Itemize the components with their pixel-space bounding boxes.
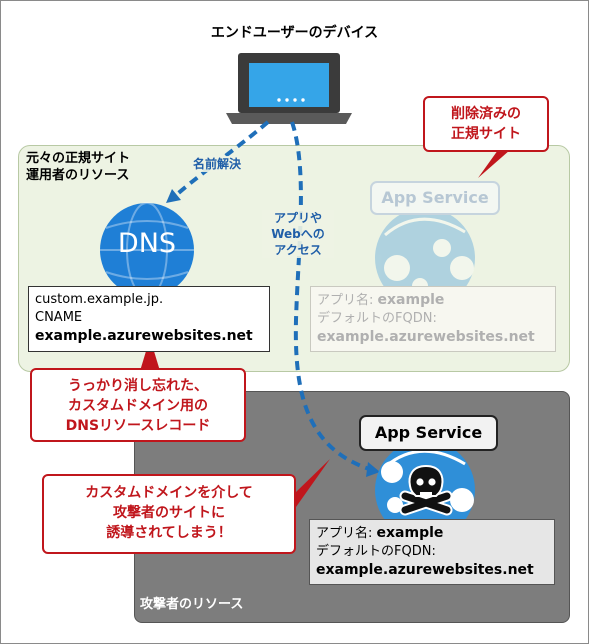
dns-record-box: custom.example.jp. CNAME example.azurewe… [28, 286, 270, 352]
name-resolution-label: 名前解決 [193, 156, 242, 172]
deleted-app-service-icon [375, 208, 475, 308]
attacker-app-service-label: App Service [359, 415, 498, 451]
laptop-icon [226, 53, 352, 124]
deleted-site-callout: 削除済みの 正規サイト [423, 96, 549, 152]
attacker-site-app-name-label: アプリ名: [316, 526, 377, 541]
forgot-callout-line2: カスタムドメイン用の [68, 398, 208, 414]
deleted-site-app-name: アプリ名: example [317, 291, 549, 310]
access-arrow [290, 121, 380, 477]
origin-resources-label: 元々の正規サイト 運用者のリソース [26, 150, 130, 184]
deleted-site-app-name-value: example [377, 292, 445, 308]
dns-icon-label: DNS [117, 228, 177, 259]
forgot-callout-pointer [140, 338, 160, 371]
mislead-callout-line1: カスタムドメインを介して [85, 485, 253, 501]
dns-record-name: custom.example.jp. [35, 292, 164, 307]
deleted-app-service-label: App Service [370, 181, 500, 215]
origin-label-line1: 元々の正規サイト [26, 151, 131, 166]
attacker-site-info: アプリ名: example デフォルトのFQDN: example.azurew… [309, 519, 555, 585]
dns-record-target: example.azurewebsites.net [35, 328, 253, 344]
access-label: アプリや Webへの アクセス [262, 210, 334, 258]
attacker-site-app-name-value: example [376, 525, 444, 541]
forgot-callout-line1: うっかり消し忘れた、 [68, 378, 208, 394]
attacker-site-fqdn: example.azurewebsites.net [316, 562, 534, 578]
mislead-callout-pointer [296, 459, 330, 507]
attacker-site-fqdn-label: デフォルトのFQDN: [316, 544, 436, 559]
deleted-callout-pointer [478, 150, 510, 178]
attacker-resources-label: 攻撃者のリソース [140, 597, 244, 612]
deleted-callout-line2: 正規サイト [451, 126, 521, 142]
dns-globe-icon [100, 202, 194, 298]
forgotten-dns-record-callout: うっかり消し忘れた、 カスタムドメイン用の DNSリソースレコード [30, 368, 246, 442]
mislead-callout-line2: 攻撃者のサイトに [113, 505, 225, 521]
access-label-line2: Webへの [271, 227, 325, 241]
forgot-callout-line3: DNSリソースレコード [65, 418, 211, 434]
deleted-site-info: アプリ名: example デフォルトのFQDN: example.azurew… [310, 286, 556, 352]
misdirection-callout: カスタムドメインを介して 攻撃者のサイトに 誘導されてしまう！ [42, 474, 296, 554]
origin-label-line2: 運用者のリソース [26, 168, 130, 183]
deleted-site-fqdn-label: デフォルトのFQDN: [317, 311, 437, 326]
deleted-site-app-name-label: アプリ名: [317, 293, 378, 308]
device-title: エンドユーザーのデバイス [210, 25, 379, 41]
dns-record-type: CNAME [35, 310, 83, 325]
skull-crossbones-icon [399, 464, 453, 516]
deleted-site-fqdn: example.azurewebsites.net [317, 329, 535, 345]
access-label-line1: アプリや [273, 211, 322, 225]
mislead-callout-line3: 誘導されてしまう！ [106, 525, 232, 541]
deleted-callout-line1: 削除済みの [451, 106, 521, 122]
attacker-site-app-name: アプリ名: example [316, 524, 548, 543]
access-label-line3: アクセス [274, 243, 322, 257]
